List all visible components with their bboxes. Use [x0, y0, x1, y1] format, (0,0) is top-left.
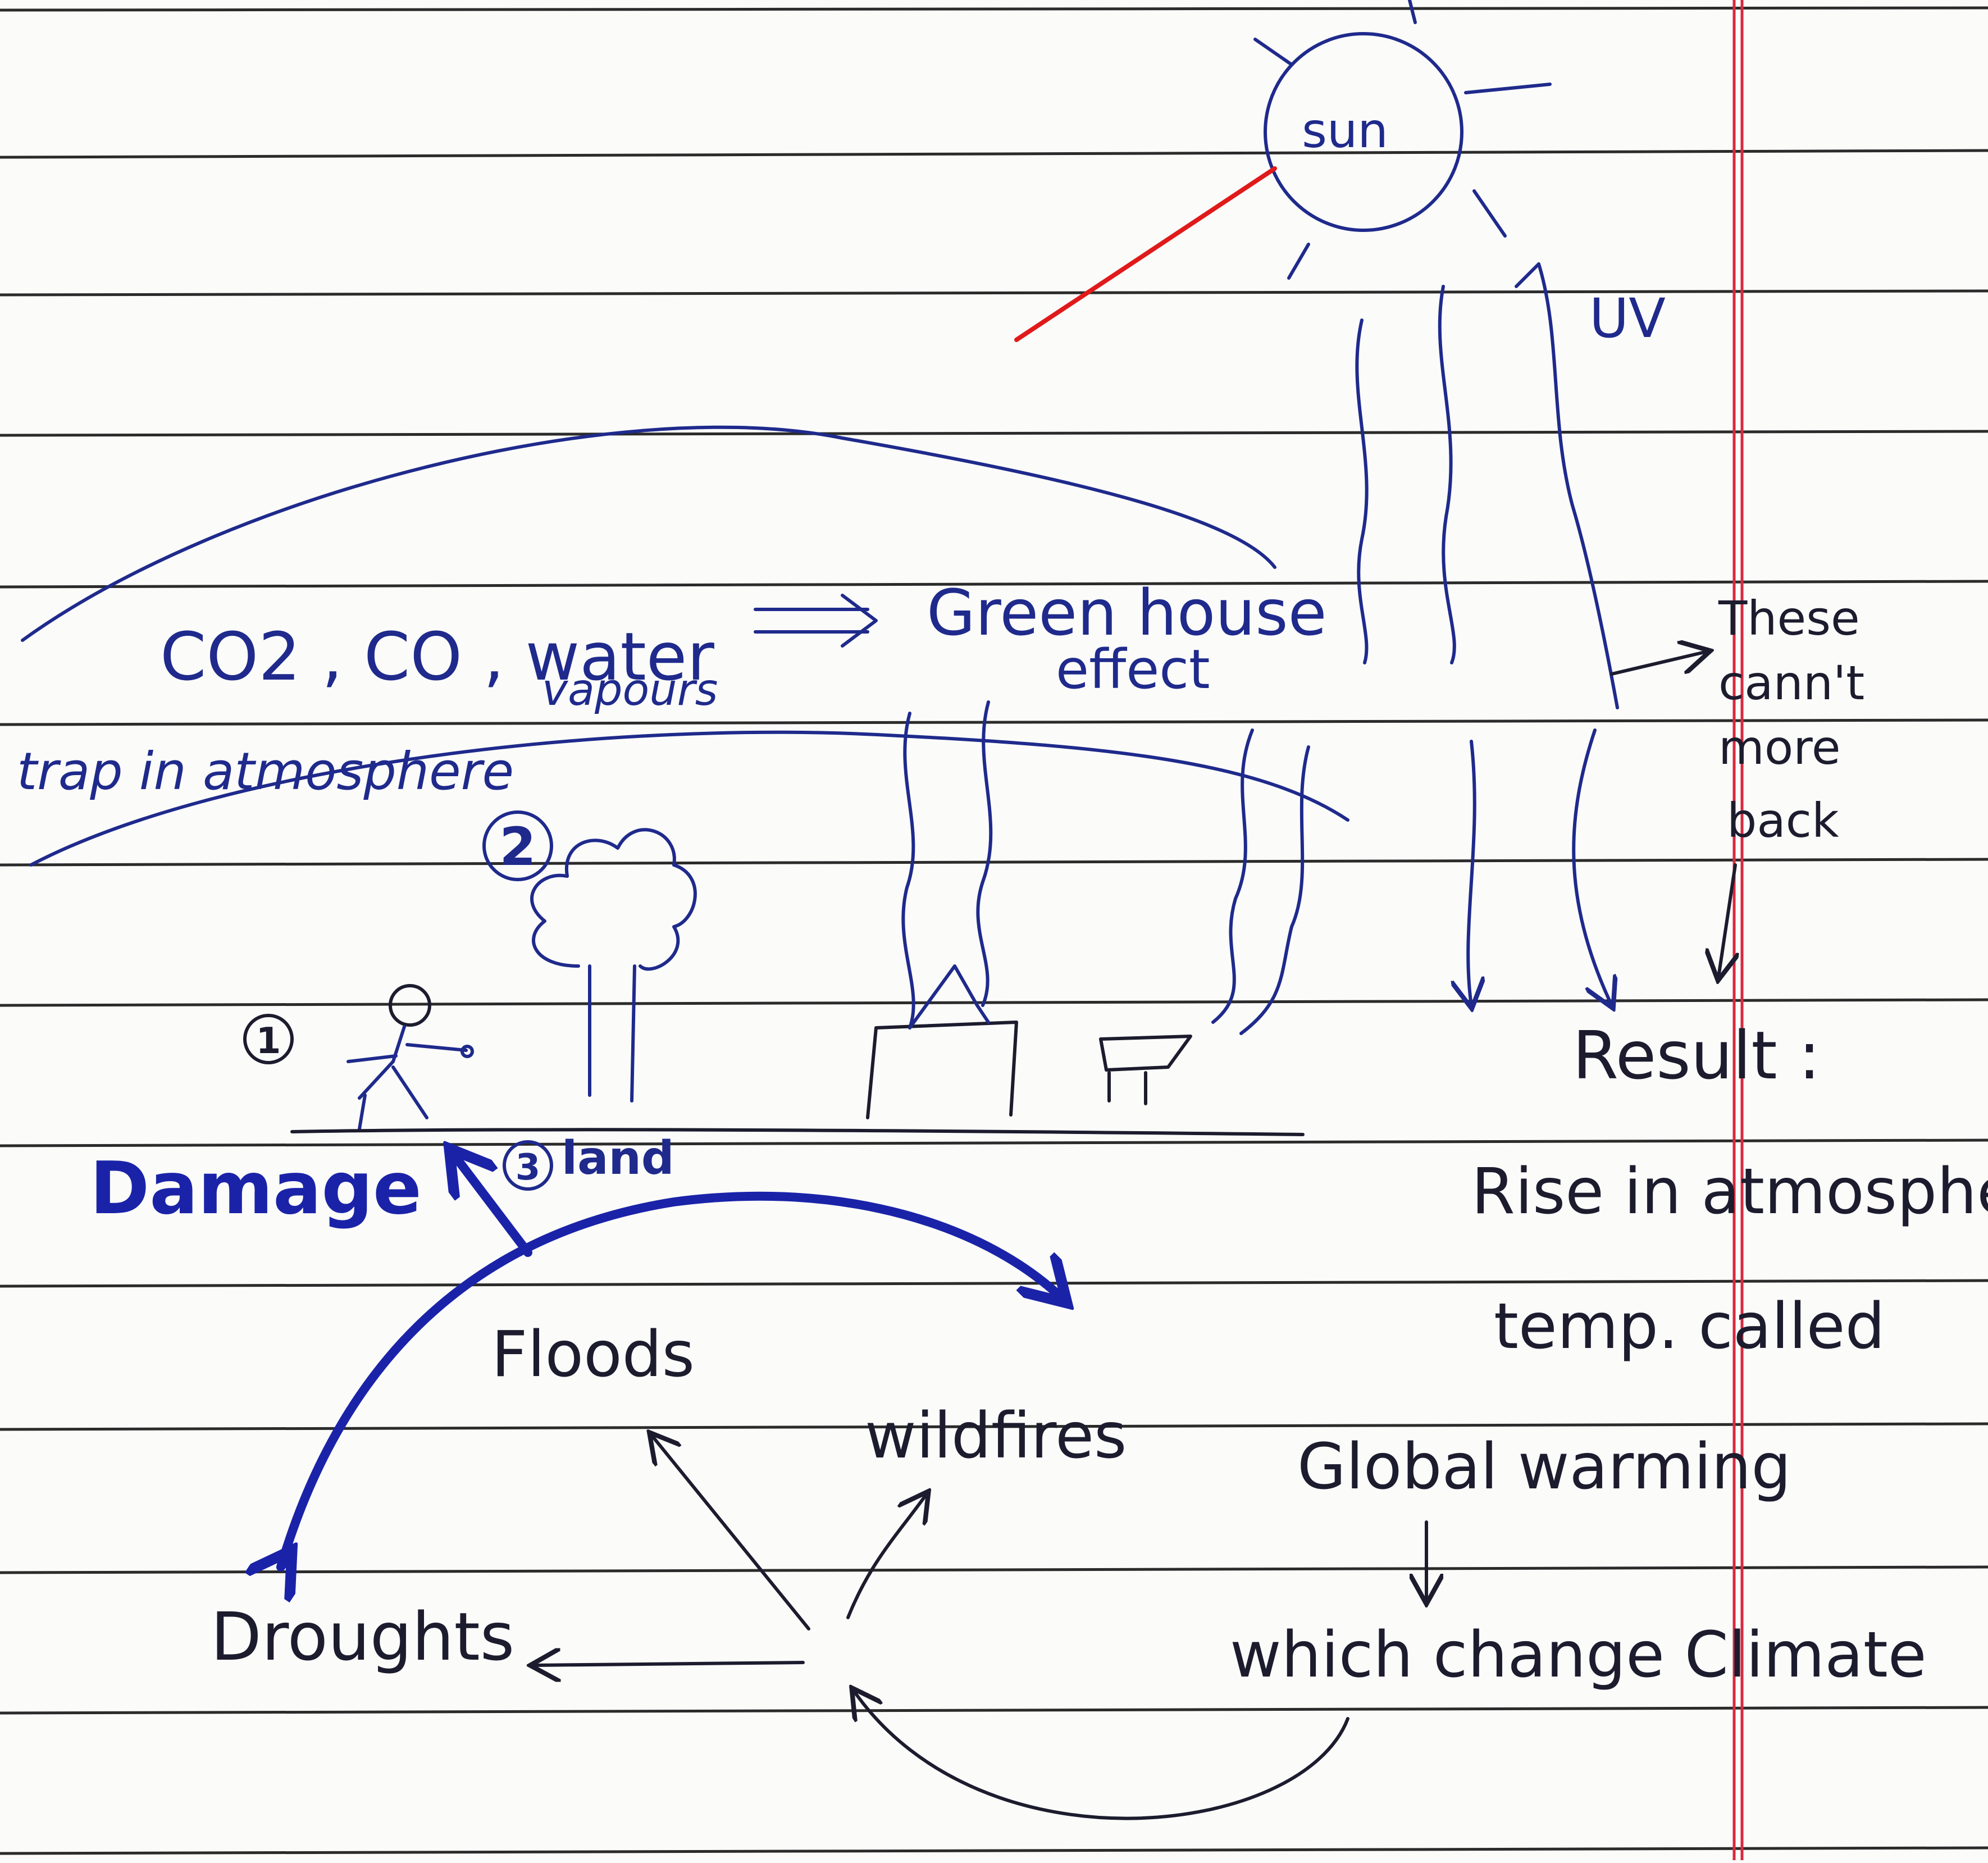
factory-icon: [868, 966, 1016, 1118]
side-note-line-2: cann't: [1718, 655, 1864, 710]
car-icon: [1101, 1036, 1191, 1104]
sun-label: sun: [1302, 103, 1388, 159]
result-line-2: temp. called: [1494, 1290, 1885, 1363]
greenhouse-effect-note: Green house effect: [927, 577, 1327, 701]
side-note: These cann't more back: [1612, 591, 1864, 977]
red-pen-stroke: [1016, 168, 1275, 340]
marker-one: 1: [245, 1015, 292, 1063]
person-icon: [348, 986, 472, 1129]
implies-arrow: [755, 595, 876, 646]
arrow-to-wildfires: [848, 1494, 927, 1618]
uv-ray-arrow-2: [1574, 730, 1612, 1005]
result-line-1: Rise in atmosphere: [1471, 1155, 1988, 1228]
uv-rays: UV: [1357, 264, 1666, 1005]
marker-three: 3: [504, 1142, 551, 1189]
damage-label: Damage: [90, 1147, 422, 1231]
gases-line-2: vapours: [542, 665, 718, 716]
arrow-to-droughts: [534, 1662, 803, 1665]
wildfires-label: wildfires: [865, 1400, 1127, 1473]
svg-text:1: 1: [256, 1021, 281, 1062]
land-label: land: [562, 1132, 674, 1185]
margin-lines: [1734, 0, 1742, 1860]
result-line-4: which change Climate: [1230, 1619, 1927, 1692]
marker-two: 2: [484, 812, 551, 880]
side-note-line-4: back: [1727, 793, 1839, 848]
sun: sun: [1255, 0, 1550, 278]
effect-line-2: effect: [1056, 638, 1210, 701]
result-heading: Result :: [1572, 1017, 1821, 1094]
ruled-lines: [0, 8, 1988, 1853]
uv-ray-2: [1440, 286, 1454, 663]
uv-ray-1: [1357, 320, 1366, 663]
arrow-to-floods: [651, 1435, 809, 1629]
ground-line: [292, 1129, 1303, 1135]
side-note-line-1: These: [1718, 591, 1860, 646]
gases-line-3: trap in atmosphere: [17, 741, 514, 801]
result-line-3: Global warming: [1297, 1431, 1791, 1504]
droughts-label: Droughts: [211, 1598, 514, 1675]
consequence-arrows: [534, 1435, 1348, 1819]
floods-label: Floods: [491, 1318, 695, 1391]
tree-icon: [532, 830, 695, 1101]
svg-text:3: 3: [516, 1147, 541, 1188]
uv-ray-arrow-1: [1468, 741, 1475, 1005]
result-block: Result : Rise in atmosphere temp. called…: [1230, 1017, 1988, 1692]
uv-label: UV: [1589, 287, 1666, 350]
svg-text:2: 2: [499, 817, 536, 878]
side-note-line-3: more: [1718, 720, 1841, 775]
gases-note: CO2 , CO , water vapours trap in atmosph…: [17, 595, 876, 801]
